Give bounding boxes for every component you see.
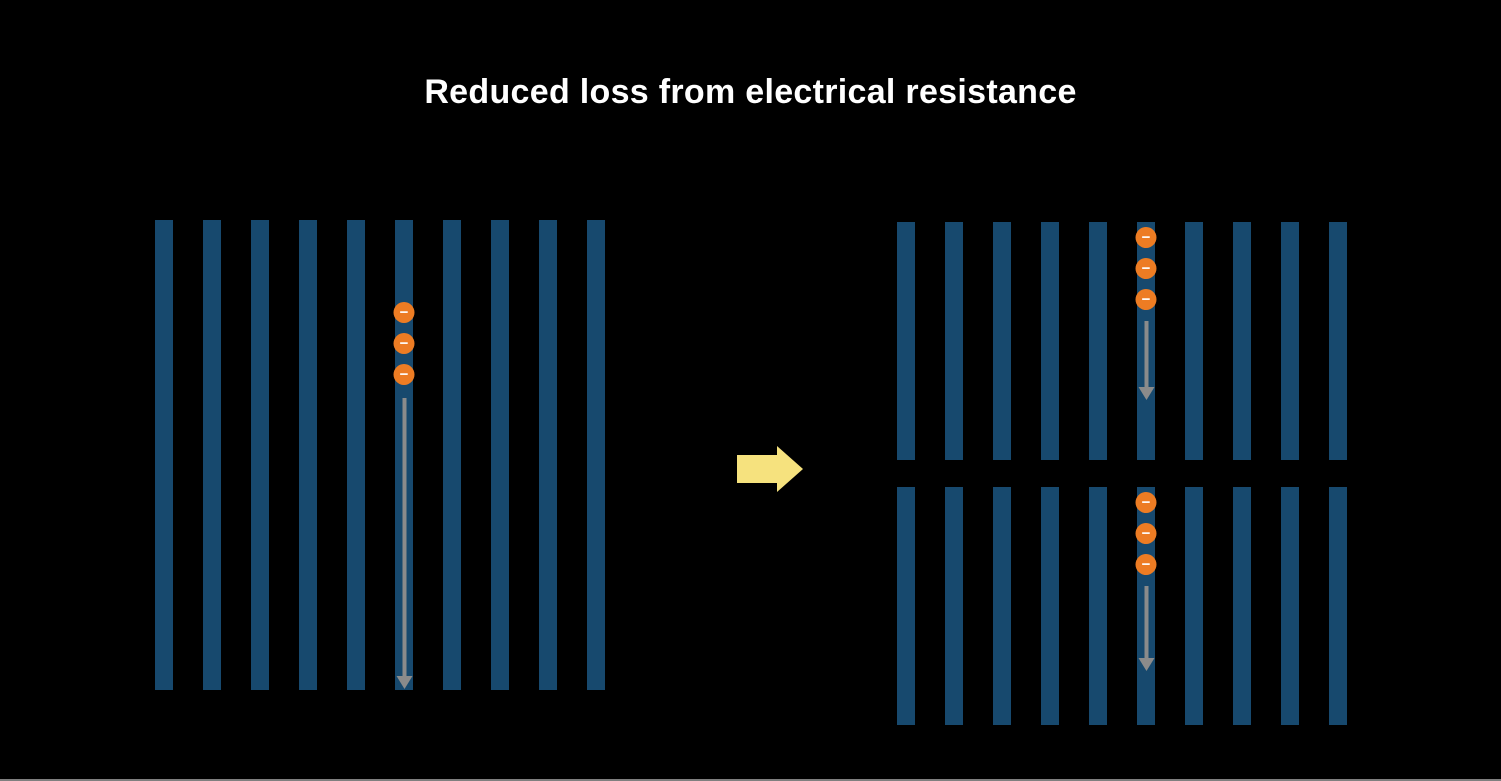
electron-flow: − − − xyxy=(1135,492,1157,658)
electrode-bar xyxy=(1041,222,1059,460)
electrode-bar xyxy=(347,220,365,690)
electrode-bar xyxy=(1041,487,1059,725)
electrode-bar xyxy=(1329,487,1347,725)
electron-group: − − − xyxy=(1135,492,1157,575)
electrode-bar xyxy=(945,487,963,725)
electron-icon: − xyxy=(393,333,415,354)
electrode-bar xyxy=(251,220,269,690)
electron-icon: − xyxy=(393,302,415,323)
electron-icon: − xyxy=(1135,227,1157,248)
electrode-bar xyxy=(587,220,605,690)
electron-group: − − − xyxy=(393,302,415,385)
electron-icon: − xyxy=(1135,289,1157,310)
flow-arrow-down-icon xyxy=(1144,321,1148,387)
electron-group: − − − xyxy=(1135,227,1157,310)
bottom-edge-divider xyxy=(0,779,1501,781)
electrode-bar xyxy=(945,222,963,460)
electrode-bar xyxy=(491,220,509,690)
electrode-bar xyxy=(1185,222,1203,460)
electrode-bar xyxy=(539,220,557,690)
electrode-bar xyxy=(993,222,1011,460)
electrode-bar xyxy=(1233,222,1251,460)
electron-flow: − − − xyxy=(1135,227,1157,387)
electrode-panel-single: − − − xyxy=(155,220,605,690)
electron-icon: − xyxy=(393,364,415,385)
electron-icon: − xyxy=(1135,258,1157,279)
electrode-bar xyxy=(1233,487,1251,725)
electrode-bar xyxy=(1329,222,1347,460)
electrode-bar xyxy=(897,487,915,725)
electrode-bar xyxy=(1281,487,1299,725)
electron-flow: − − − xyxy=(393,302,415,676)
arrow-head xyxy=(777,446,803,492)
electron-icon: − xyxy=(1135,492,1157,513)
electron-icon: − xyxy=(1135,523,1157,544)
flow-arrow-down-icon xyxy=(402,398,406,676)
electrode-bar xyxy=(203,220,221,690)
electrode-bar xyxy=(299,220,317,690)
electrode-bar xyxy=(1089,222,1107,460)
electrode-bar xyxy=(443,220,461,690)
electron-icon: − xyxy=(1135,554,1157,575)
electrode-panel-split-bottom: − − − xyxy=(897,487,1347,725)
diagram-title: Reduced loss from electrical resistance xyxy=(424,73,1077,111)
electrode-bar xyxy=(1185,487,1203,725)
flow-arrow-down-icon xyxy=(1144,586,1148,658)
electrode-bar xyxy=(1089,487,1107,725)
transition-right-arrow-icon xyxy=(737,446,803,492)
electrode-bars xyxy=(897,487,1347,725)
electrode-bar xyxy=(897,222,915,460)
electrode-bars xyxy=(897,222,1347,460)
arrow-shaft xyxy=(737,455,777,483)
electrode-panel-split-top: − − − xyxy=(897,222,1347,460)
electrode-bar xyxy=(993,487,1011,725)
electrode-bars xyxy=(155,220,605,690)
electrode-bar xyxy=(155,220,173,690)
electrode-bar xyxy=(1281,222,1299,460)
